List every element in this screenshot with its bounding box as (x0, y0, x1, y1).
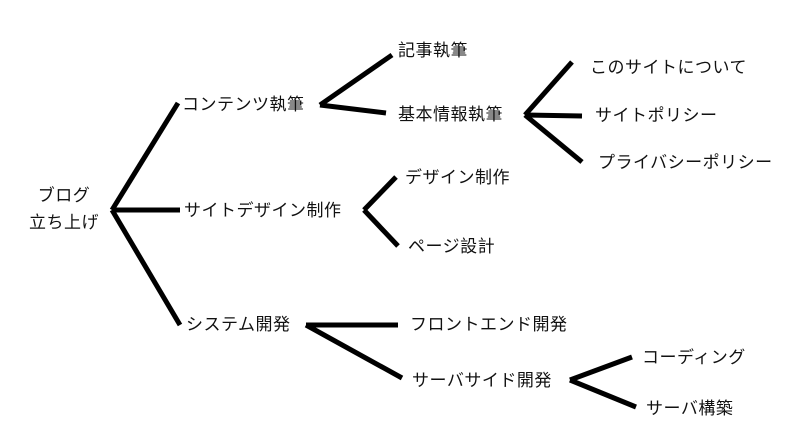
edge-content-basic (319, 102, 387, 116)
edge-design-designwork (362, 175, 398, 212)
edge-system-server (304, 322, 404, 381)
edge-root-system (109, 208, 183, 327)
edge-server-build (569, 377, 637, 410)
node-serverside-dev: サーバサイド開発 (412, 371, 552, 391)
edge-root-content (109, 101, 181, 212)
node-frontend-dev: フロントエンド開発 (410, 315, 568, 335)
node-site-policy: サイトポリシー (595, 106, 718, 126)
node-server-build: サーバ構築 (646, 399, 734, 419)
node-basic-info-writing: 基本情報執筆 (398, 105, 503, 125)
edge-basic-privacy (523, 113, 584, 164)
node-privacy-policy: プライバシーポリシー (598, 153, 773, 173)
root-label-line2: 立ち上げ (29, 213, 99, 233)
node-coding: コーディング (642, 348, 746, 368)
node-content-writing: コンテンツ執筆 (182, 95, 305, 115)
node-design-work: デザイン制作 (405, 168, 510, 188)
node-system-development: システム開発 (186, 315, 291, 335)
edge-basic-sitepolicy (524, 112, 583, 119)
node-article-writing: 記事執筆 (398, 41, 468, 61)
root-label-line1: ブログ (37, 186, 91, 206)
root-node: ブログ 立ち上げ (28, 183, 100, 237)
edge-content-article (318, 52, 394, 108)
node-site-design: サイトデザイン制作 (184, 201, 342, 221)
node-about-site: このサイトについて (590, 58, 747, 78)
node-page-design: ページ設計 (408, 237, 496, 257)
edge-basic-about (523, 60, 574, 117)
edge-design-page (362, 208, 400, 248)
edge-server-coding (569, 354, 633, 383)
